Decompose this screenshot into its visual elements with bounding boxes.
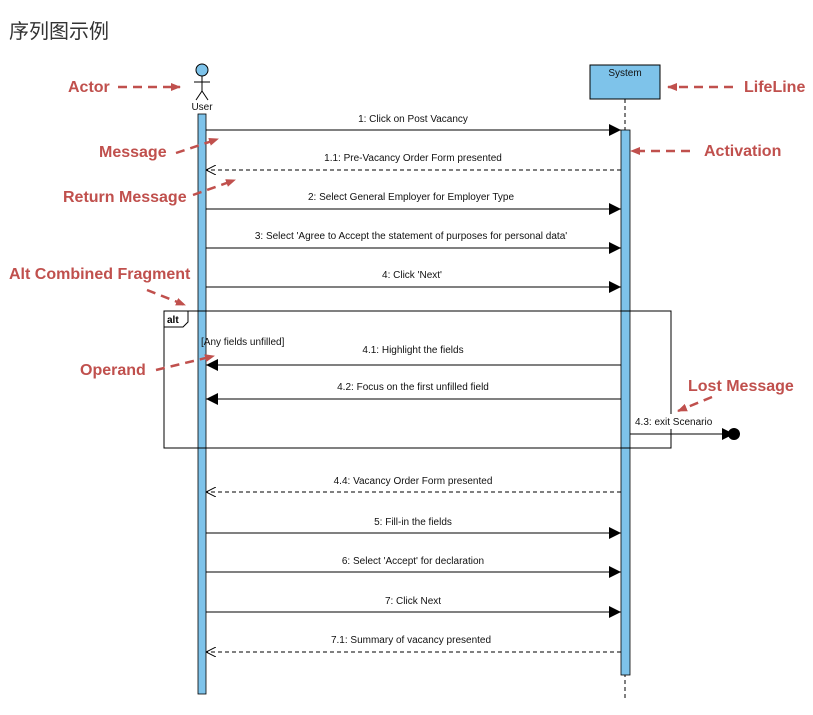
actor-head (195, 63, 209, 77)
message-label: 1: Click on Post Vacancy (358, 114, 468, 125)
lifeline-box (589, 64, 661, 100)
message-label: 4.2: Focus on the first unfilled field (337, 382, 489, 393)
message-1[interactable]: 1: Click on Post Vacancy (206, 114, 621, 136)
lifeline-name: System (608, 68, 641, 79)
callout-return-message-pointer (192, 178, 236, 197)
message-4-1[interactable]: 4.1: Highlight the fields (206, 345, 621, 371)
callout-message-text: Message (99, 144, 167, 161)
message-5[interactable]: 5: Fill-in the fields (206, 517, 621, 539)
message-7-1-return[interactable]: 7.1: Summary of vacancy presented (206, 635, 621, 652)
lost-label-bg (632, 414, 720, 429)
user-activation-bar[interactable] (197, 113, 207, 695)
actor-leg-right (201, 90, 209, 101)
callout-message-pointer (175, 137, 219, 155)
actor-figure[interactable]: User (191, 63, 213, 113)
message-label: 4: Click 'Next' (382, 270, 442, 281)
callout-activation: Activation (630, 143, 781, 160)
alt-guard-label: [Any fields unfilled] (201, 337, 285, 348)
callout-message: Message (99, 137, 219, 161)
message-label: 6: Select 'Accept' for declaration (342, 556, 484, 567)
system-activation-bar[interactable] (620, 129, 631, 676)
message-4-4-return[interactable]: 4.4: Vacancy Order Form presented (206, 476, 621, 492)
message-4-2[interactable]: 4.2: Focus on the first unfilled field (206, 382, 621, 405)
message-1-1-return[interactable]: 1.1: Pre-Vacancy Order Form presented (206, 153, 621, 170)
message-label: 3: Select 'Agree to Accept the statement… (255, 231, 567, 242)
callout-alt-fragment-text: Alt Combined Fragment (9, 266, 191, 283)
callout-alt-fragment: Alt Combined Fragment (9, 266, 191, 307)
message-label: 7.1: Summary of vacancy presented (331, 635, 491, 646)
alt-fragment-tab (163, 310, 189, 328)
message-label: 4.1: Highlight the fields (362, 345, 463, 356)
callout-lost-message-pointer (677, 395, 713, 413)
lost-endpoint (728, 428, 740, 440)
message-4[interactable]: 4: Click 'Next' (206, 270, 621, 293)
alt-fragment[interactable]: alt [Any fields unfilled] (163, 310, 672, 449)
callout-actor: Actor (68, 79, 181, 96)
callout-lost-message: Lost Message (677, 378, 794, 413)
page-title: 序列图示例 (9, 19, 109, 43)
message-label: 2: Select General Employer for Employer … (308, 192, 514, 203)
callout-return-message: Return Message (63, 178, 236, 206)
callout-operand: Operand (80, 354, 215, 379)
actor-name: User (191, 102, 213, 113)
alt-fragment-frame (163, 310, 672, 449)
message-label: 7: Click Next (385, 596, 441, 607)
callout-operand-pointer (155, 354, 215, 372)
callout-activation-text: Activation (704, 143, 781, 160)
callout-lost-message-text: Lost Message (688, 378, 794, 395)
actor-leg-left (195, 90, 203, 101)
callout-lifeline: LifeLine (667, 79, 805, 96)
callout-return-message-text: Return Message (63, 189, 187, 206)
message-2[interactable]: 2: Select General Employer for Employer … (206, 192, 621, 215)
message-label: 1.1: Pre-Vacancy Order Form presented (324, 153, 502, 164)
message-6[interactable]: 6: Select 'Accept' for declaration (206, 556, 621, 578)
message-label: 5: Fill-in the fields (374, 517, 452, 528)
message-3[interactable]: 3: Select 'Agree to Accept the statement… (206, 231, 621, 254)
callout-actor-text: Actor (68, 79, 110, 96)
alt-operator-label: alt (167, 315, 179, 326)
message-label: 4.4: Vacancy Order Form presented (334, 476, 493, 487)
callout-lifeline-text: LifeLine (744, 79, 805, 96)
message-label: 4.3: exit Scenario (635, 417, 713, 428)
message-4-3-lost[interactable]: 4.3: exit Scenario (630, 414, 740, 440)
callout-operand-text: Operand (80, 362, 146, 379)
message-7[interactable]: 7: Click Next (206, 596, 621, 618)
callout-alt-fragment-pointer (146, 288, 186, 307)
